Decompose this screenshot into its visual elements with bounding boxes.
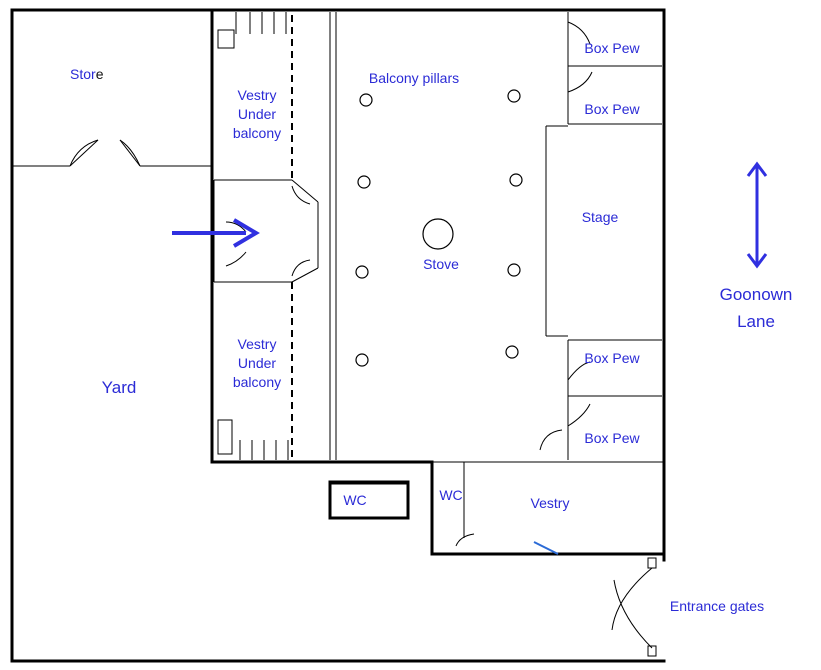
circle-icon xyxy=(507,263,521,277)
double-arrow-vertical-icon xyxy=(746,161,768,269)
vestry-top-walls xyxy=(214,12,293,181)
vestry-top-label-1: Vestry xyxy=(238,87,277,103)
store-label: Store xyxy=(70,66,104,82)
circle-icon xyxy=(509,173,523,187)
store-wall xyxy=(12,139,212,167)
outer-walls xyxy=(10,8,666,663)
vestry-bottom-label-1: Vestry xyxy=(238,336,277,352)
box-pew-label-3: Box Pew xyxy=(584,350,640,366)
vestry-top-label-3: balcony xyxy=(233,125,281,141)
wc-vestry-walls xyxy=(328,460,666,556)
chapel-walls xyxy=(210,8,664,464)
vestry-label: Vestry xyxy=(531,495,570,511)
entrance-gates xyxy=(611,557,657,657)
right-side-rooms xyxy=(539,12,662,460)
balcony-pillars-label: Balcony pillars xyxy=(369,70,459,86)
stove-icon xyxy=(422,218,454,250)
circle-icon xyxy=(357,175,371,189)
box-pew-label-4: Box Pew xyxy=(584,430,640,446)
vestry-bottom-label-3: balcony xyxy=(233,374,281,390)
pillars xyxy=(355,89,523,367)
vestry-top-label-2: Under xyxy=(238,106,276,122)
circle-icon xyxy=(355,353,369,367)
yard-label: Yard xyxy=(102,378,137,397)
vestry-bottom-label-2: Under xyxy=(238,355,276,371)
wc-label-1: WC xyxy=(343,492,366,508)
goonown-label-1: Goonown xyxy=(720,285,793,304)
circle-icon xyxy=(355,265,369,279)
stove-label: Stove xyxy=(423,256,459,272)
goonown-label-2: Lane xyxy=(737,312,775,331)
stage-label: Stage xyxy=(582,209,619,225)
arrow-right-icon xyxy=(172,218,260,248)
circle-icon xyxy=(507,89,521,103)
box-pew-label-2: Box Pew xyxy=(584,101,640,117)
box-pew-label-1: Box Pew xyxy=(584,40,640,56)
entrance-gates-label: Entrance gates xyxy=(670,598,764,614)
circle-icon xyxy=(359,93,373,107)
wc-label-2: WC xyxy=(439,487,462,503)
vestry-bottom-walls xyxy=(217,282,293,460)
circle-icon xyxy=(505,345,519,359)
